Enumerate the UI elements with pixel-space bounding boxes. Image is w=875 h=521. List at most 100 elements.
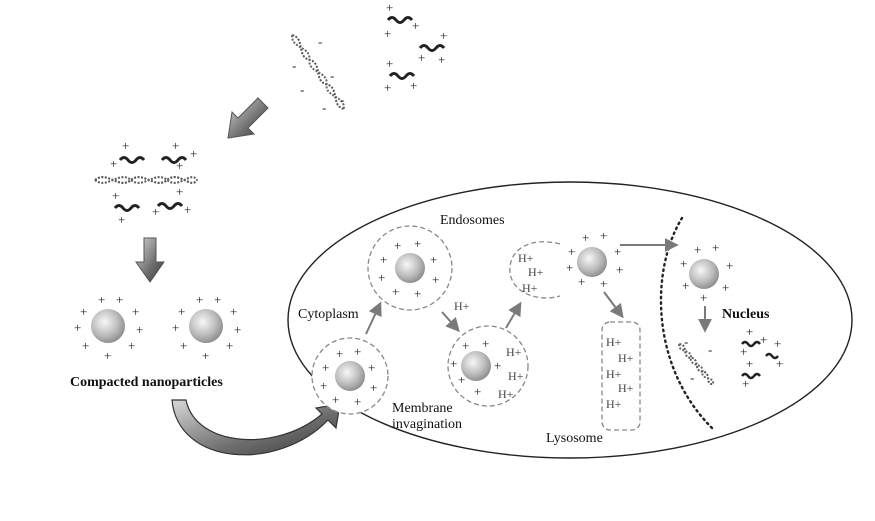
svg-text:+: + bbox=[152, 204, 159, 219]
svg-text:+: + bbox=[494, 358, 501, 373]
svg-text:-: - bbox=[690, 370, 694, 385]
svg-text:+: + bbox=[474, 384, 481, 399]
svg-text:+: + bbox=[184, 202, 191, 217]
svg-text:+: + bbox=[336, 346, 343, 361]
svg-text:-: - bbox=[708, 342, 712, 357]
svg-text:+: + bbox=[458, 372, 465, 387]
dna-negative-charges: - - - - - - bbox=[292, 34, 344, 115]
svg-text:+: + bbox=[760, 332, 767, 347]
svg-text:+: + bbox=[128, 338, 135, 353]
svg-text:+: + bbox=[386, 0, 393, 15]
svg-text:+: + bbox=[380, 252, 387, 267]
svg-text:+: + bbox=[80, 304, 87, 319]
nanoparticle-right: ++ ++ ++ ++ + bbox=[172, 292, 241, 363]
svg-text:+: + bbox=[614, 244, 621, 259]
svg-text:+: + bbox=[172, 320, 179, 335]
label-nucleus: Nucleus bbox=[722, 307, 770, 322]
svg-text:+: + bbox=[226, 338, 233, 353]
polymer-cluster-top-right bbox=[386, 16, 446, 80]
svg-text:H+: H+ bbox=[606, 335, 622, 349]
svg-text:+: + bbox=[700, 290, 707, 305]
svg-text:+: + bbox=[616, 262, 623, 277]
svg-text:H+: H+ bbox=[518, 251, 534, 265]
released-polymers bbox=[741, 340, 779, 380]
svg-text:H+: H+ bbox=[528, 265, 544, 279]
svg-text:+: + bbox=[214, 292, 221, 307]
svg-text:+: + bbox=[414, 236, 421, 251]
complex-polymers bbox=[113, 156, 188, 212]
svg-text:+: + bbox=[742, 376, 749, 391]
svg-text:H+: H+ bbox=[508, 369, 524, 383]
released-dna-charges: -- - bbox=[684, 334, 712, 385]
svg-text:-: - bbox=[322, 100, 326, 115]
svg-text:+: + bbox=[582, 230, 589, 245]
svg-text:+: + bbox=[332, 392, 339, 407]
svg-text:-: - bbox=[292, 58, 296, 73]
svg-text:+: + bbox=[384, 26, 391, 41]
svg-text:+: + bbox=[430, 252, 437, 267]
svg-text:+: + bbox=[600, 276, 607, 291]
svg-text:+: + bbox=[110, 156, 117, 171]
lysosome: H+ H+ H+ H+ H+ bbox=[601, 321, 641, 431]
svg-text:H+: H+ bbox=[522, 281, 538, 295]
svg-text:H+: H+ bbox=[506, 345, 522, 359]
svg-text:+: + bbox=[450, 356, 457, 371]
svg-text:+: + bbox=[740, 344, 747, 359]
svg-text:+: + bbox=[354, 394, 361, 409]
svg-text:+: + bbox=[180, 338, 187, 353]
endosome-acidifying: ++ ++ ++ H+ H+ H+ bbox=[447, 325, 529, 407]
svg-text:+: + bbox=[370, 380, 377, 395]
svg-text:+: + bbox=[136, 322, 143, 337]
dna-polymer-complex bbox=[94, 176, 198, 184]
arrow-uptake bbox=[171, 399, 341, 456]
label-compacted-nanoparticles: Compacted nanoparticles bbox=[70, 375, 223, 390]
svg-text:+: + bbox=[414, 286, 421, 301]
svg-text:+: + bbox=[578, 274, 585, 289]
arrow-to-lysosome bbox=[603, 291, 624, 319]
arrow-binding bbox=[227, 97, 269, 139]
svg-text:+: + bbox=[712, 240, 719, 255]
svg-text:+: + bbox=[82, 338, 89, 353]
label-membrane: Membrane bbox=[392, 401, 453, 416]
svg-text:+: + bbox=[190, 146, 197, 161]
svg-text:+: + bbox=[378, 270, 385, 285]
svg-text:+: + bbox=[746, 324, 753, 339]
endosome-escape: H+ H+ H+ ++ ++ ++ ++ bbox=[509, 228, 623, 299]
svg-text:+: + bbox=[438, 52, 445, 67]
arrow-compaction bbox=[135, 237, 165, 283]
arrow-to-endosome-escape bbox=[505, 301, 522, 329]
svg-text:+: + bbox=[482, 336, 489, 351]
svg-text:+: + bbox=[462, 338, 469, 353]
svg-text:+: + bbox=[354, 344, 361, 359]
label-invagination: invagination bbox=[392, 417, 462, 432]
released-dna bbox=[678, 343, 715, 385]
svg-text:+: + bbox=[386, 56, 393, 71]
svg-text:+: + bbox=[410, 78, 417, 93]
label-lysosome: Lysosome bbox=[546, 431, 603, 446]
svg-text:+: + bbox=[322, 360, 329, 375]
proton-free: H+ bbox=[454, 299, 470, 313]
svg-text:+: + bbox=[682, 278, 689, 293]
svg-text:+: + bbox=[132, 304, 139, 319]
svg-text:+: + bbox=[98, 292, 105, 307]
svg-text:+: + bbox=[722, 280, 729, 295]
svg-text:H+: H+ bbox=[498, 387, 514, 401]
nanoparticle-nucleus: ++ ++ ++ + bbox=[680, 240, 733, 305]
arrow-to-early-endosome bbox=[365, 301, 382, 335]
svg-text:+: + bbox=[412, 18, 419, 33]
label-endosomes: Endosomes bbox=[440, 213, 505, 228]
svg-text:+: + bbox=[176, 158, 183, 173]
svg-text:+: + bbox=[392, 284, 399, 299]
svg-text:+: + bbox=[104, 348, 111, 363]
svg-text:+: + bbox=[196, 292, 203, 307]
svg-text:+: + bbox=[368, 360, 375, 375]
label-cytoplasm: Cytoplasm bbox=[298, 307, 359, 322]
svg-text:+: + bbox=[116, 292, 123, 307]
svg-text:+: + bbox=[320, 378, 327, 393]
svg-text:-: - bbox=[300, 82, 304, 97]
svg-text:+: + bbox=[172, 138, 179, 153]
svg-text:H+: H+ bbox=[606, 367, 622, 381]
vesicle-invagination: + + + + + + + + bbox=[311, 337, 389, 415]
svg-text:+: + bbox=[726, 258, 733, 273]
